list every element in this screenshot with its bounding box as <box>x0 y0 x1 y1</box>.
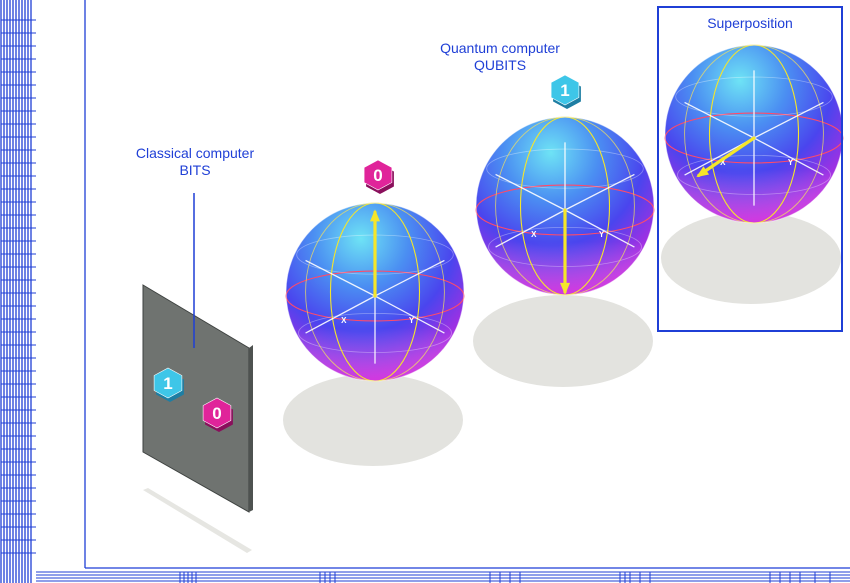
bit-one-text: 1 <box>163 374 172 393</box>
quantum-computer-label: Quantum computer QUBITS <box>420 40 580 74</box>
classical-title: Classical computer <box>135 145 255 161</box>
y-axis-label: Y <box>788 158 794 167</box>
y-axis-label: Y <box>599 230 605 239</box>
qubit-one-token: 1 <box>550 74 581 109</box>
state-vector-arrow <box>697 136 756 177</box>
x-axis-label: X <box>341 316 347 325</box>
bottom-border-lines <box>36 567 850 583</box>
classical-bits-panel <box>142 193 253 553</box>
sphere-shadow-3 <box>661 212 841 304</box>
classical-subtitle: BITS <box>179 162 211 178</box>
y-axis-label: Y <box>409 316 415 325</box>
qubit-zero-token: 0 <box>363 159 394 194</box>
qubit-one-text: 1 <box>560 81 569 100</box>
superposition-title: Superposition <box>707 15 793 31</box>
x-axis-label: X <box>531 230 537 239</box>
superposition-frame <box>657 6 843 332</box>
bit-zero-text: 0 <box>212 404 221 423</box>
sphere-shadow-1 <box>283 374 463 466</box>
bit-zero-token: 0 <box>202 397 233 432</box>
left-border-lines <box>0 0 86 583</box>
sphere-shadow-2 <box>473 295 653 387</box>
quantum-title: Quantum computer <box>440 40 560 56</box>
superposition-label: Superposition <box>680 15 820 32</box>
classical-computer-label: Classical computer BITS <box>115 145 275 179</box>
quantum-subtitle: QUBITS <box>473 57 527 73</box>
qubit-zero-text: 0 <box>373 166 382 185</box>
bit-one-token: 1 <box>153 367 184 402</box>
x-axis-label: X <box>720 158 726 167</box>
